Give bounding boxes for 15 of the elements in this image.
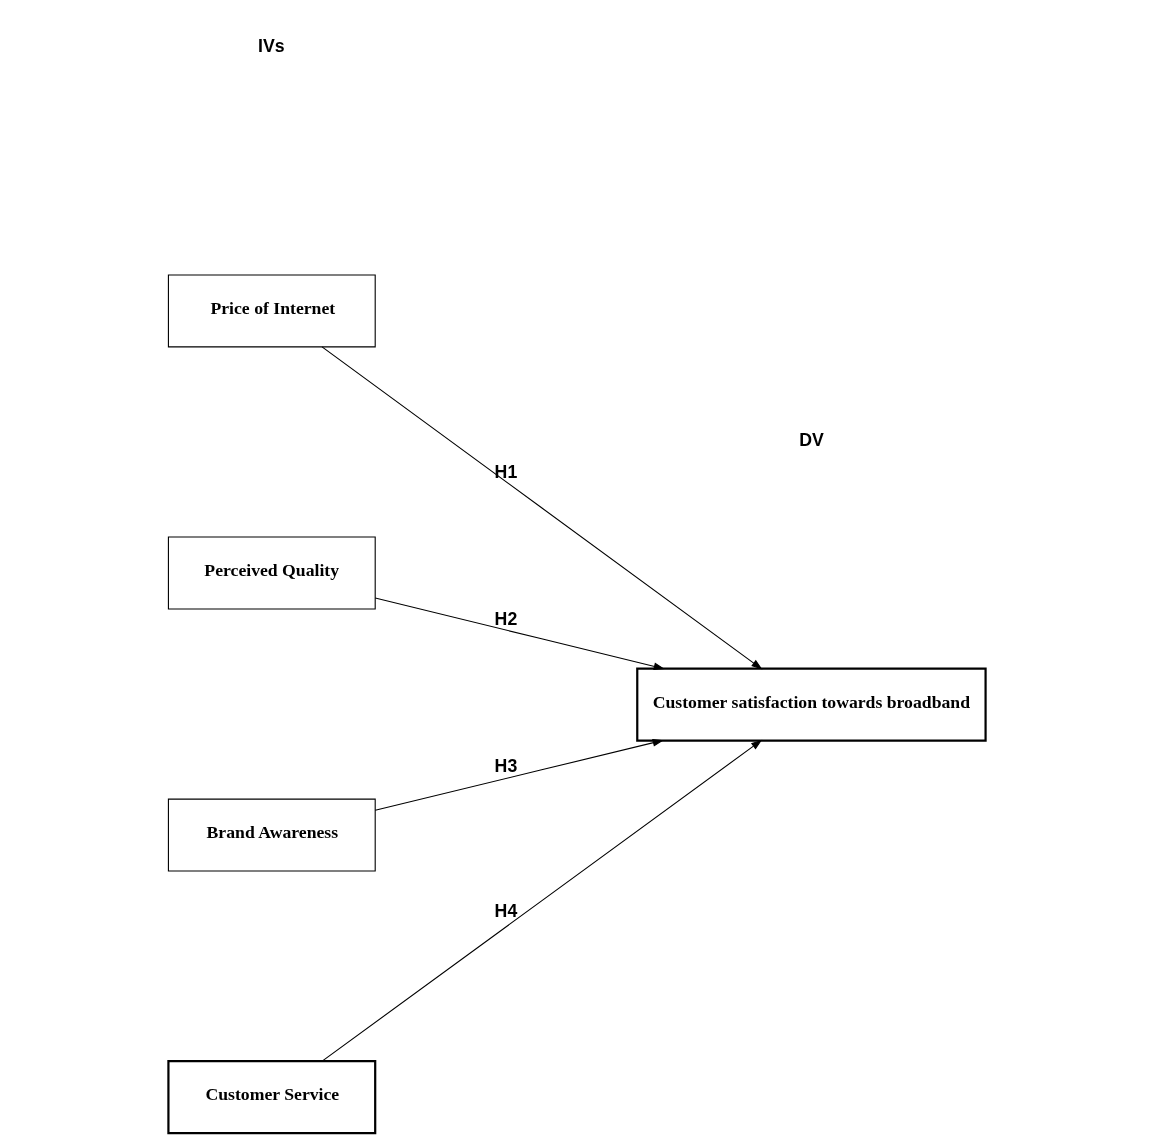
arrow bbox=[321, 346, 763, 670]
node-box: Perceived Quality bbox=[167, 536, 376, 610]
node-box: Customer Service bbox=[167, 1060, 377, 1135]
arrow bbox=[321, 739, 763, 1062]
arrow bbox=[374, 739, 664, 811]
arrow bbox=[374, 597, 665, 671]
edge-label: H4 bbox=[494, 900, 518, 921]
label: IVs bbox=[257, 35, 285, 56]
edge-label: H2 bbox=[494, 608, 518, 629]
label: DV bbox=[799, 429, 824, 450]
edge-label: H3 bbox=[494, 755, 518, 776]
node-box: Brand Awareness bbox=[167, 798, 376, 872]
node-box: Customer satisfaction towards broadband bbox=[636, 667, 987, 742]
edge-label: H1 bbox=[494, 461, 518, 482]
node-box: Price of Internet bbox=[167, 274, 376, 348]
